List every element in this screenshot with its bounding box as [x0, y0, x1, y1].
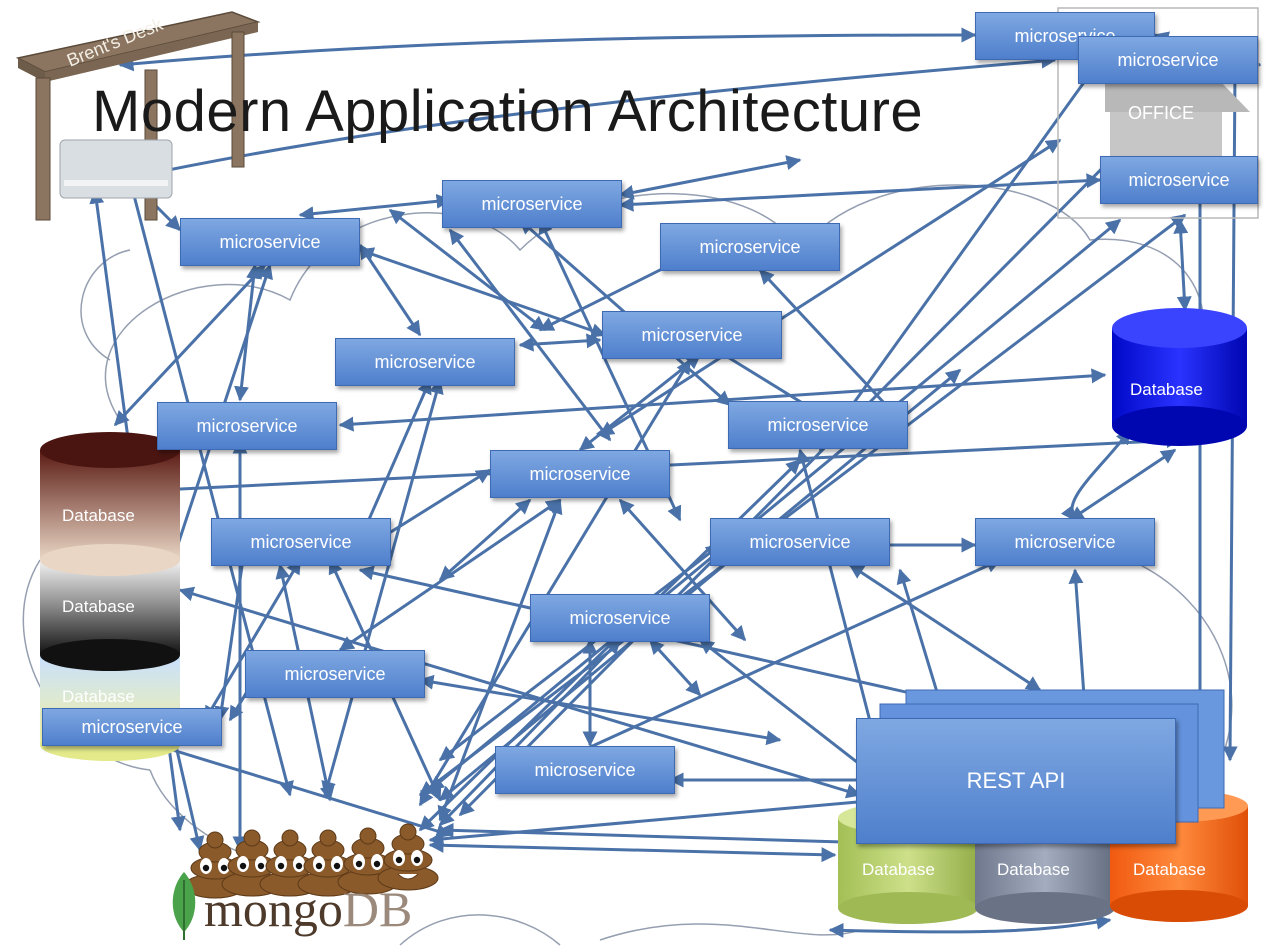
poop-emoji-icon — [259, 829, 321, 897]
microservice-box: microservice — [602, 311, 782, 359]
database-label-orange: Database — [1133, 860, 1206, 879]
microservice-box: microservice — [710, 518, 890, 566]
database-label-stack-top: Database — [62, 506, 135, 525]
microservice-box: microservice — [211, 518, 391, 566]
microservice-box: microservice — [530, 594, 710, 642]
poop-pile-illustration — [184, 823, 439, 899]
mongodb-logo-part1: mongo — [204, 881, 343, 937]
database-label-stack-bottom: Database — [62, 687, 135, 706]
database-label-blue: Database — [1130, 380, 1203, 399]
mongodb-leaf-icon — [172, 872, 196, 940]
microservice-box: microservice — [490, 450, 670, 498]
poop-emoji-icon — [377, 823, 439, 891]
microservice-box: microservice — [728, 401, 908, 449]
mongodb-logo-part2: DB — [342, 881, 413, 937]
database-blue-shape — [1112, 308, 1247, 446]
microservice-box: microservice — [975, 518, 1155, 566]
microservice-box: microservice — [245, 650, 425, 698]
microservice-box: microservice — [442, 180, 622, 228]
microservice-box: microservice — [42, 708, 222, 746]
database-label-stack-middle: Database — [62, 597, 135, 616]
office-label: OFFICE — [1128, 103, 1194, 123]
microservice-box: microservice — [335, 338, 515, 386]
microservice-box: microservice — [180, 218, 360, 266]
microservice-box: microservice — [1078, 36, 1258, 84]
microservice-box: microservice — [495, 746, 675, 794]
microservice-box: microservice — [157, 402, 337, 450]
database-label-gray: Database — [997, 860, 1070, 879]
mongodb-logo: mongoDB — [204, 880, 412, 938]
page-title: Modern Application Architecture — [92, 79, 924, 144]
microservice-box: microservice — [1100, 156, 1258, 204]
rest-api-box: REST API — [856, 718, 1176, 844]
microservice-box: microservice — [660, 223, 840, 271]
database-label-green: Database — [862, 860, 935, 879]
desk-illustration — [15, 11, 261, 221]
